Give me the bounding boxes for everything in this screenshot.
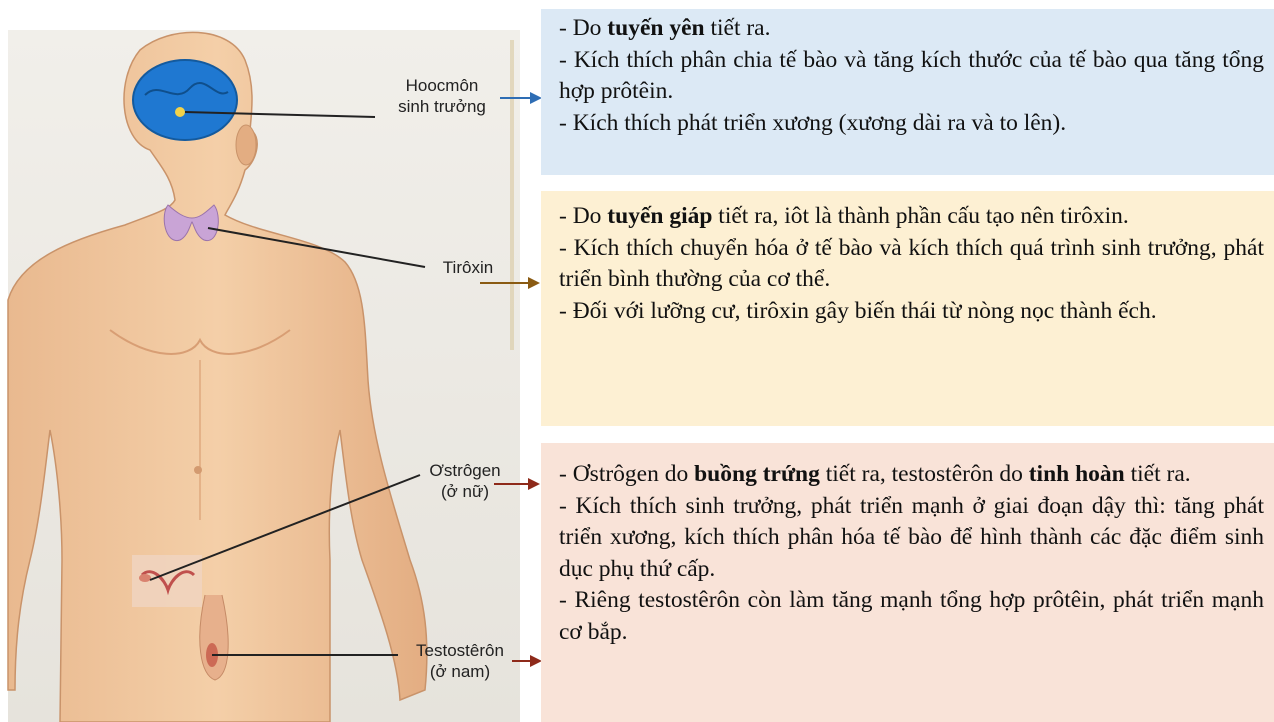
tiro-line-1: - Do tuyến giáp tiết ra, iôt là thành ph…	[559, 201, 1264, 233]
thyroxine-box: - Do tuyến giáp tiết ra, iôt là thành ph…	[541, 191, 1274, 426]
male-genitalia	[200, 595, 228, 680]
sex-line-1-a: - Ơstrôgen do	[559, 461, 694, 487]
gh-gland-name: tuyến yên	[607, 15, 704, 41]
tiro-gland-name: tuyến giáp	[607, 203, 712, 229]
ear	[236, 125, 256, 165]
sex-line-2-text: - Kích thích sinh trưởng, phát triển mạn…	[559, 493, 1264, 582]
gh-line-3: - Kích thích phát triển xương (xương dài…	[559, 108, 1264, 140]
arrow-thyroxine	[480, 273, 542, 293]
gh-line-1-a: - Do	[559, 15, 607, 41]
tiro-line-1-a: - Do	[559, 203, 607, 229]
tiro-line-2-text: - Kích thích chuyển hóa ở tế bào và kích…	[559, 235, 1264, 293]
gh-line-3-text: - Kích thích phát triển xương (xương dài…	[559, 110, 1066, 136]
sex-line-3-text: - Riêng testostêrôn còn làm tăng mạnh tổ…	[559, 587, 1264, 645]
gh-line-1-c: tiết ra.	[705, 15, 771, 41]
arrow-testosterone	[512, 651, 544, 671]
label-testosterone-line2: (ở nam)	[398, 661, 522, 682]
gh-line-1: - Do tuyến yên tiết ra.	[559, 13, 1264, 45]
tiro-line-3-text: - Đối với lưỡng cư, tirôxin gây biến thá…	[559, 298, 1157, 324]
brain	[133, 60, 237, 140]
sex-hormones-box: - Ơstrôgen do buồng trứng tiết ra, testo…	[541, 443, 1274, 722]
tiro-line-1-c: tiết ra, iôt là thành phần cấu tạo nên t…	[712, 203, 1128, 229]
arrow-growth-hormone	[500, 88, 544, 108]
page-fold-line	[510, 40, 514, 350]
sex-testis-name: tinh hoàn	[1029, 461, 1125, 487]
sex-line-1-c: tiết ra, testostêrôn do	[820, 461, 1029, 487]
label-growth-hormone-line2: sinh trưởng	[382, 96, 502, 117]
sex-line-3: - Riêng testostêrôn còn làm tăng mạnh tổ…	[559, 585, 1264, 648]
tiro-line-2: - Kích thích chuyển hóa ở tế bào và kích…	[559, 233, 1264, 296]
sex-ovary-name: buồng trứng	[694, 461, 820, 487]
label-growth-hormone: Hoocmôn sinh trưởng	[382, 75, 502, 117]
navel	[194, 466, 202, 474]
sex-line-2: - Kích thích sinh trưởng, phát triển mạn…	[559, 491, 1264, 586]
tiro-line-3: - Đối với lưỡng cư, tirôxin gây biến thá…	[559, 296, 1264, 328]
label-testosterone-line1: Testostêrôn	[398, 640, 522, 661]
sex-line-1: - Ơstrôgen do buồng trứng tiết ra, testo…	[559, 459, 1264, 491]
label-growth-hormone-line1: Hoocmôn	[382, 75, 502, 96]
pituitary-gland	[175, 107, 185, 117]
label-testosterone: Testostêrôn (ở nam)	[398, 640, 522, 682]
gh-line-2-text: - Kích thích phân chia tế bào và tăng kí…	[559, 47, 1264, 105]
gh-line-2: - Kích thích phân chia tế bào và tăng kí…	[559, 45, 1264, 108]
ovary	[139, 574, 151, 582]
body-illustration: Hoocmôn sinh trưởng Tirôxin Ơstrôgen (ở …	[0, 0, 520, 722]
sex-line-1-e: tiết ra.	[1125, 461, 1191, 487]
growth-hormone-box: - Do tuyến yên tiết ra. - Kích thích phâ…	[541, 9, 1274, 175]
arrow-estrogen	[494, 474, 542, 494]
